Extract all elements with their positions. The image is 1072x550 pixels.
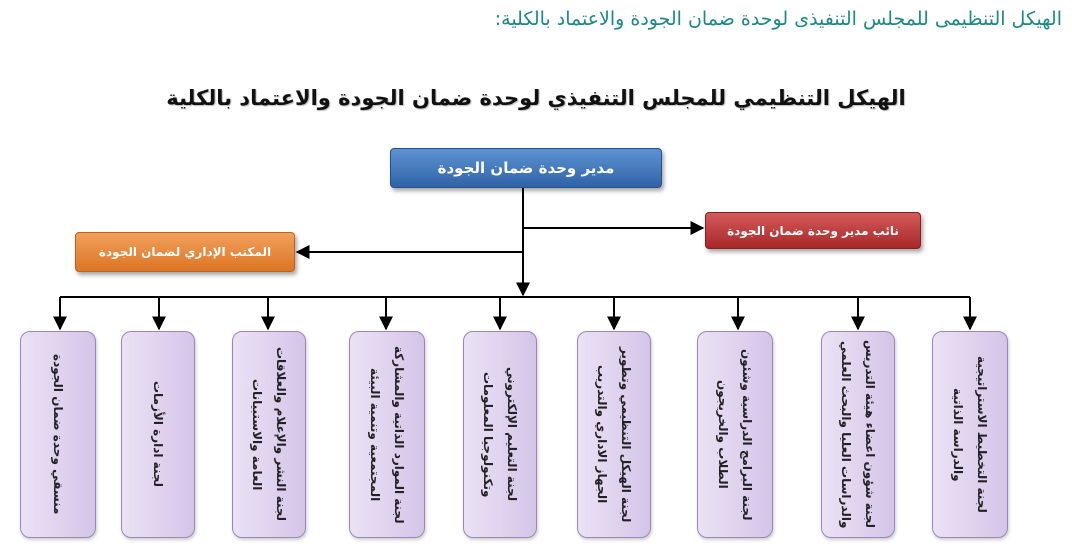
committee-label: لجنة التعليم الإلكتروني وتكنولوجيا المعل… [481, 367, 519, 502]
quality-unit-director-box: مدير وحدة ضمان الجودة [390, 148, 662, 188]
committee-self-resources: لجنة الموارد الذاتية والمشاركة المجتمعية… [349, 331, 425, 538]
administrative-office-box: المكتب الإداري لضمان الجودة [75, 232, 295, 272]
committee-e-learning: لجنة التعليم الإلكتروني وتكنولوجيا المعل… [463, 331, 537, 538]
committee-label: منسقي وحدة ضمان الجودة [51, 354, 65, 515]
committee-label: لجنة التخطيط الاستراتيجية والدراسة الذات… [951, 356, 989, 513]
committee-crisis-management: لجنة ادارة الأزمات [121, 331, 195, 538]
committee-strategic-planning: لجنة التخطيط الاستراتيجية والدراسة الذات… [932, 331, 1008, 538]
committee-label: لجنة شؤون اعضاء هيئة التدريس والدراسات ا… [839, 340, 877, 529]
committee-media-relations: لجنة النشر والإعلام والعلاقات العامة وال… [232, 331, 306, 538]
org-chart-title: الهيكل التنظيمي للمجلس التنفيذي لوحدة ضم… [166, 86, 906, 110]
committee-label: لجنة النشر والإعلام والعلاقات العامة وال… [250, 347, 288, 522]
deputy-director-box: نائب مدير وحدة ضمان الجودة [705, 212, 921, 249]
committee-academic-programs: لجنة البرامج الدراسية وشئون الطلاب والخر… [697, 331, 773, 538]
page-heading: الهيكل التنظيمى للمجلس التنفيذى لوحدة ضم… [494, 8, 1062, 30]
committee-label: لجنة ادارة الأزمات [151, 381, 165, 488]
committee-faculty-affairs: لجنة شؤون اعضاء هيئة التدريس والدراسات ا… [821, 331, 895, 538]
committee-organizational-structure: لجنة الهيكل التنظيمي وتطوير الجهاز الادا… [577, 331, 651, 538]
committee-label: لجنة الموارد الذاتية والمشاركة المجتمعية… [368, 345, 406, 524]
committee-coordinators: منسقي وحدة ضمان الجودة [20, 331, 96, 538]
committee-label: لجنة الهيكل التنظيمي وتطوير الجهاز الادا… [595, 346, 633, 523]
committee-label: لجنة البرامج الدراسية وشئون الطلاب والخر… [716, 348, 754, 521]
